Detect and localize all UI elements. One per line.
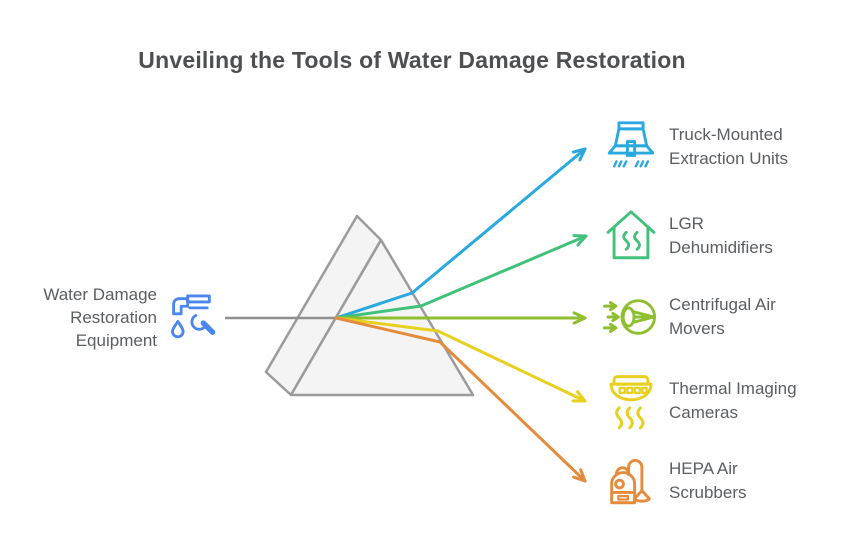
source-label: Water Damage Restoration Equipment <box>10 283 157 352</box>
ray-line <box>334 316 587 483</box>
ray-line <box>334 234 588 320</box>
ray-lgr-dehumidifiers <box>334 234 588 320</box>
source-label-line: Water Damage <box>43 285 157 304</box>
ray-thermal-cameras <box>334 316 587 403</box>
item-label: Thermal Imaging Cameras <box>669 379 797 422</box>
ray-line <box>334 316 587 403</box>
ray-truck-mounted <box>334 147 587 320</box>
arrowhead-icon <box>572 234 588 247</box>
arrowhead-icon <box>572 468 587 483</box>
list-item-hepa-scrubbers: HEPA Air Scrubbers <box>600 448 746 514</box>
ray-line <box>334 147 587 320</box>
hepa-air-scrubber-icon <box>600 448 662 514</box>
ray-centrifugal-movers <box>334 311 587 325</box>
faucet-wrench-icon <box>171 294 216 339</box>
item-label: Centrifugal Air Movers <box>669 295 776 338</box>
page-title: Unveiling the Tools of Water Damage Rest… <box>138 47 686 73</box>
arrowhead-icon <box>571 147 587 162</box>
item-label: LGR Dehumidifiers <box>669 214 773 257</box>
ray-hepa-scrubbers <box>334 316 587 483</box>
lgr-dehumidifier-icon <box>600 203 662 269</box>
source-label-line: Equipment <box>75 331 157 350</box>
list-item-lgr-dehumidifiers: LGR Dehumidifiers <box>600 203 773 269</box>
centrifugal-air-mover-icon <box>600 284 662 350</box>
truck-mounted-extraction-icon <box>600 114 662 180</box>
arrowhead-icon <box>571 390 587 403</box>
thermal-imaging-camera-icon <box>600 368 662 434</box>
source-label-line: Restoration <box>70 308 157 327</box>
list-item-centrifugal-movers: Centrifugal Air Movers <box>600 284 776 350</box>
list-item-thermal-cameras: Thermal Imaging Cameras <box>600 368 797 434</box>
list-item-truck-mounted: Truck-Mounted Extraction Units <box>600 114 788 180</box>
item-label: Truck-Mounted Extraction Units <box>669 125 789 168</box>
arrowhead-icon <box>572 311 587 325</box>
item-label: HEPA Air Scrubbers <box>669 459 747 502</box>
